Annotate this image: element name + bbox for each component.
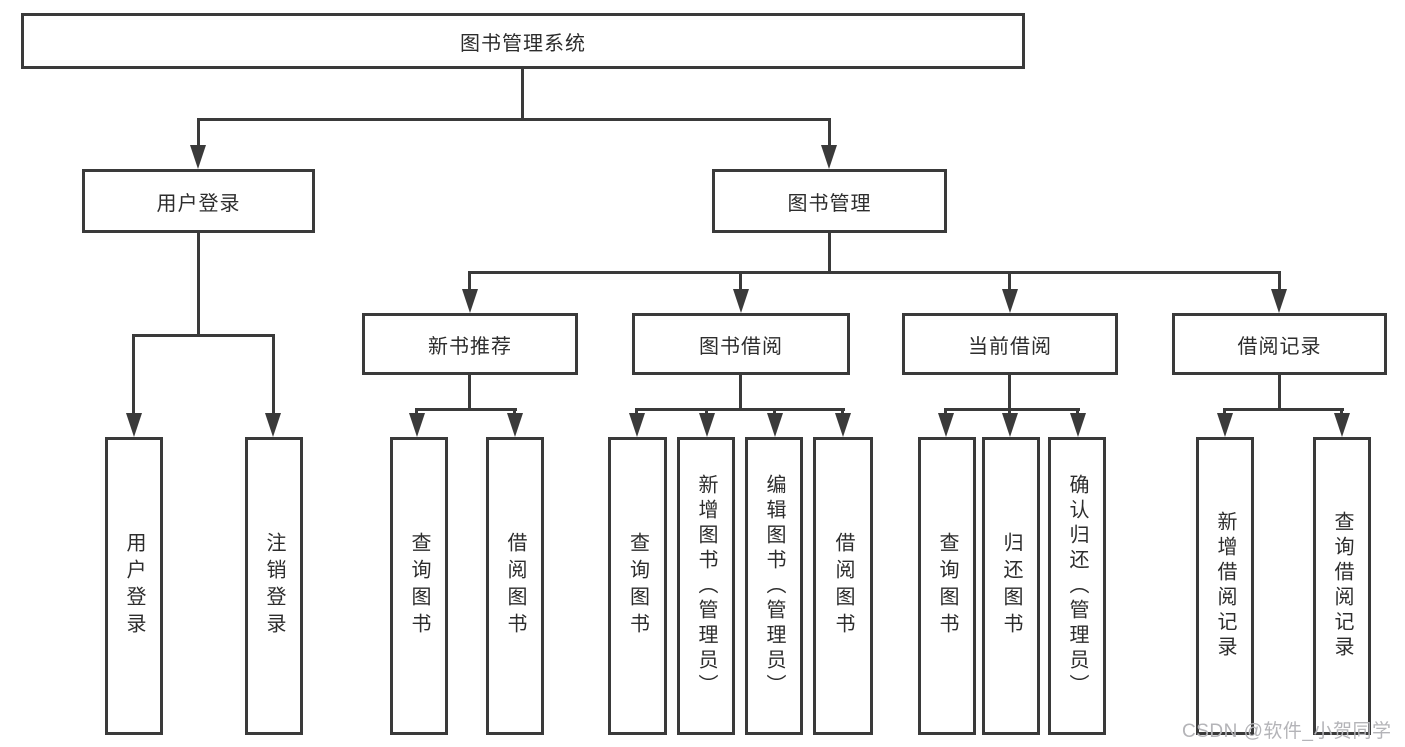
node-book-borrowing-label: 图书借阅 bbox=[699, 335, 783, 358]
arrow-down-icon bbox=[1334, 413, 1350, 437]
connector-drop bbox=[272, 334, 275, 416]
leaf-return-books: 归还图书 bbox=[982, 437, 1040, 735]
leaf-confirm-return-admin: 确认归还（管理员） bbox=[1048, 437, 1106, 735]
leaf-borrow-books-borrowing-label: 借阅图书 bbox=[832, 532, 854, 640]
leaf-user-login: 用户登录 bbox=[105, 437, 163, 735]
connector-stem bbox=[1008, 375, 1011, 408]
arrow-down-icon bbox=[1002, 289, 1018, 313]
connector-bar bbox=[415, 408, 517, 411]
arrow-down-icon bbox=[699, 413, 715, 437]
connector-bookmgmt-drop bbox=[828, 118, 831, 150]
leaf-edit-book-admin: 编辑图书（管理员） bbox=[745, 437, 803, 735]
leaf-borrow-books-borrowing: 借阅图书 bbox=[813, 437, 873, 735]
connector-userlogin-bar bbox=[132, 334, 275, 337]
leaf-query-books-current-label: 查询图书 bbox=[936, 532, 958, 640]
arrow-down-icon bbox=[733, 289, 749, 313]
csdn-watermark: CSDN @软件_小贺同学 bbox=[1182, 721, 1392, 742]
node-borrow-records-label: 借阅记录 bbox=[1237, 335, 1322, 358]
arrow-down-icon bbox=[1271, 289, 1287, 313]
leaf-add-book-admin: 新增图书（管理员） bbox=[677, 437, 735, 735]
leaf-add-book-admin-label: 新增图书（管理员） bbox=[695, 473, 717, 699]
connector-userlogin-drop bbox=[197, 118, 200, 150]
leaf-query-borrow-record-label: 查询借阅记录 bbox=[1331, 511, 1353, 661]
connector-stem bbox=[1278, 375, 1281, 408]
leaf-confirm-return-admin-label: 确认归还（管理员） bbox=[1066, 473, 1088, 699]
leaf-add-borrow-record-label: 新增借阅记录 bbox=[1214, 511, 1236, 661]
arrow-down-icon bbox=[767, 413, 783, 437]
connector-bar bbox=[944, 408, 1080, 411]
connector-stem bbox=[468, 375, 471, 408]
leaf-logout-label: 注销登录 bbox=[263, 532, 285, 640]
arrow-down-icon bbox=[629, 413, 645, 437]
connector-drop bbox=[132, 334, 135, 416]
arrow-down-icon bbox=[1070, 413, 1086, 437]
node-book-management-label: 图书管理 bbox=[787, 192, 872, 215]
node-library-system-label: 图书管理系统 bbox=[460, 32, 586, 55]
arrow-down-icon bbox=[507, 413, 523, 437]
connector-root-bar bbox=[197, 118, 831, 121]
arrow-down-icon bbox=[1217, 413, 1233, 437]
arrow-down-icon bbox=[409, 413, 425, 437]
arrow-down-icon bbox=[938, 413, 954, 437]
leaf-query-books-borrowing: 查询图书 bbox=[608, 437, 667, 735]
connector-bookmgmt-stem bbox=[828, 233, 831, 271]
connector-bookmgmt-bar bbox=[468, 271, 1281, 274]
leaf-edit-book-admin-label: 编辑图书（管理员） bbox=[763, 473, 785, 699]
connector-drop bbox=[739, 271, 742, 293]
node-new-book-recommend-label: 新书推荐 bbox=[428, 335, 512, 358]
connector-stem bbox=[739, 375, 742, 408]
leaf-query-books-recommend: 查询图书 bbox=[390, 437, 448, 735]
leaf-query-borrow-record: 查询借阅记录 bbox=[1313, 437, 1371, 735]
leaf-add-borrow-record: 新增借阅记录 bbox=[1196, 437, 1254, 735]
leaf-logout: 注销登录 bbox=[245, 437, 303, 735]
arrow-down-icon bbox=[1002, 413, 1018, 437]
leaf-borrow-books-recommend-label: 借阅图书 bbox=[504, 532, 526, 640]
connector-drop bbox=[1278, 271, 1281, 293]
arrow-down-icon bbox=[462, 289, 478, 313]
node-borrow-records: 借阅记录 bbox=[1172, 313, 1387, 375]
node-library-system: 图书管理系统 bbox=[21, 13, 1025, 69]
connector-userlogin-stem bbox=[197, 233, 200, 334]
arrow-down-icon bbox=[821, 145, 837, 169]
connector-bar bbox=[1223, 408, 1344, 411]
node-user-login-label: 用户登录 bbox=[156, 192, 241, 215]
node-book-borrowing: 图书借阅 bbox=[632, 313, 850, 375]
arrow-down-icon bbox=[835, 413, 851, 437]
node-user-login: 用户登录 bbox=[82, 169, 315, 233]
connector-bar bbox=[635, 408, 845, 411]
connector-drop bbox=[1008, 271, 1011, 293]
arrow-down-icon bbox=[126, 413, 142, 437]
leaf-return-books-label: 归还图书 bbox=[1000, 532, 1022, 640]
node-book-management: 图书管理 bbox=[712, 169, 947, 233]
connector-drop bbox=[468, 271, 471, 293]
arrow-down-icon bbox=[190, 145, 206, 169]
leaf-borrow-books-recommend: 借阅图书 bbox=[486, 437, 544, 735]
leaf-user-login-label: 用户登录 bbox=[123, 532, 145, 640]
arrow-down-icon bbox=[265, 413, 281, 437]
leaf-query-books-borrowing-label: 查询图书 bbox=[626, 532, 649, 640]
leaf-query-books-recommend-label: 查询图书 bbox=[408, 532, 430, 640]
node-current-borrowing-label: 当前借阅 bbox=[968, 335, 1052, 358]
node-new-book-recommend: 新书推荐 bbox=[362, 313, 578, 375]
leaf-query-books-current: 查询图书 bbox=[918, 437, 976, 735]
node-current-borrowing: 当前借阅 bbox=[902, 313, 1118, 375]
connector-root-stem bbox=[521, 69, 524, 118]
